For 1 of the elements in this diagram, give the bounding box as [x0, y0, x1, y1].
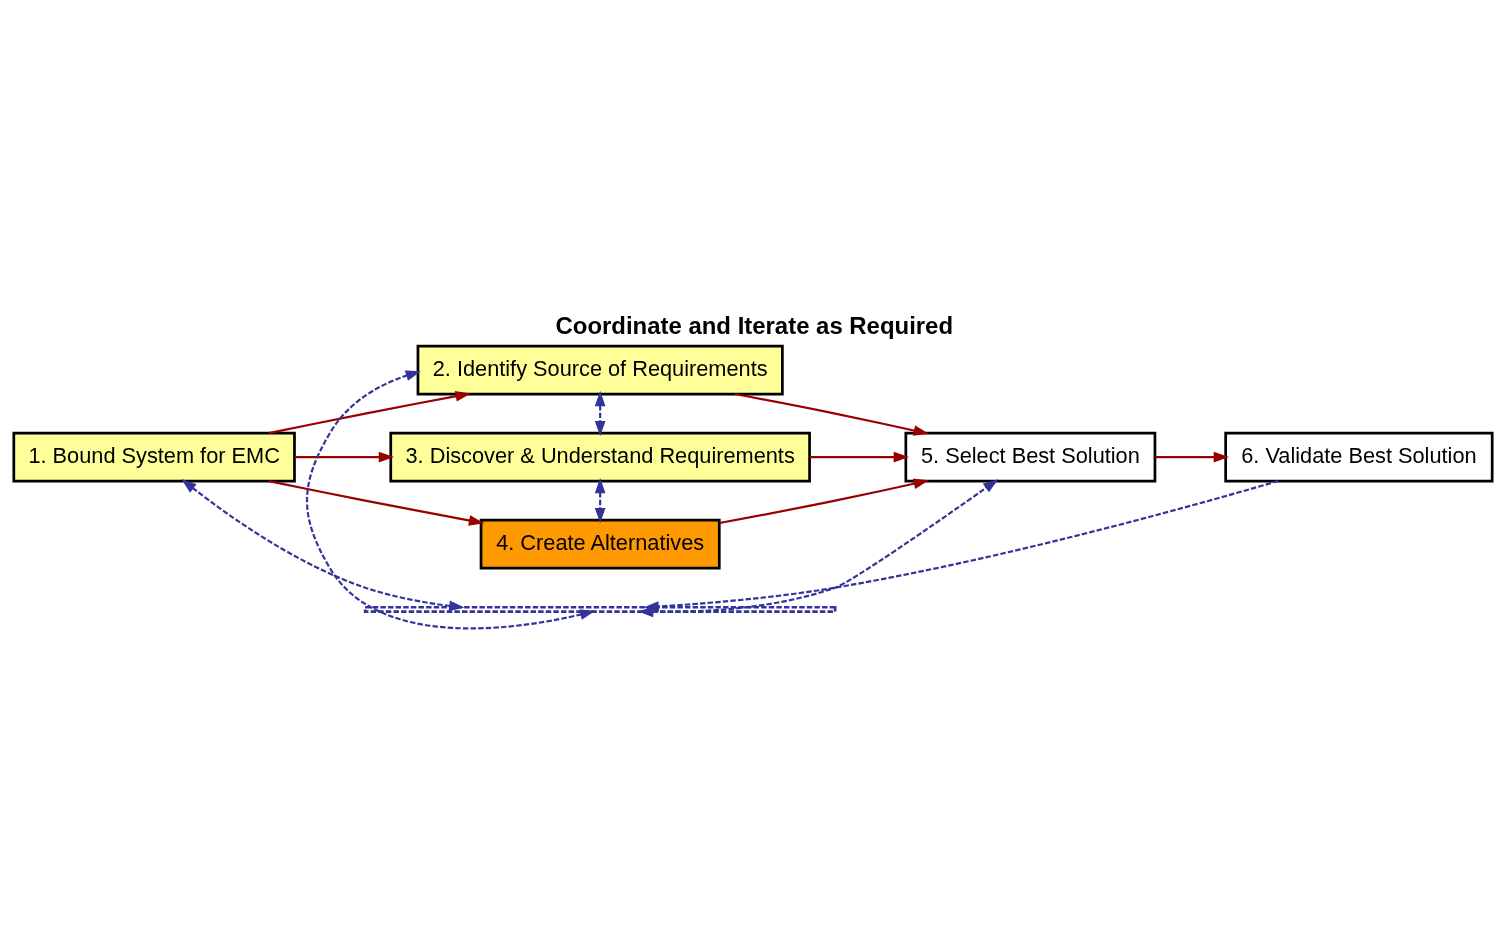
diagram-title: Coordinate and Iterate as Required [555, 311, 953, 339]
